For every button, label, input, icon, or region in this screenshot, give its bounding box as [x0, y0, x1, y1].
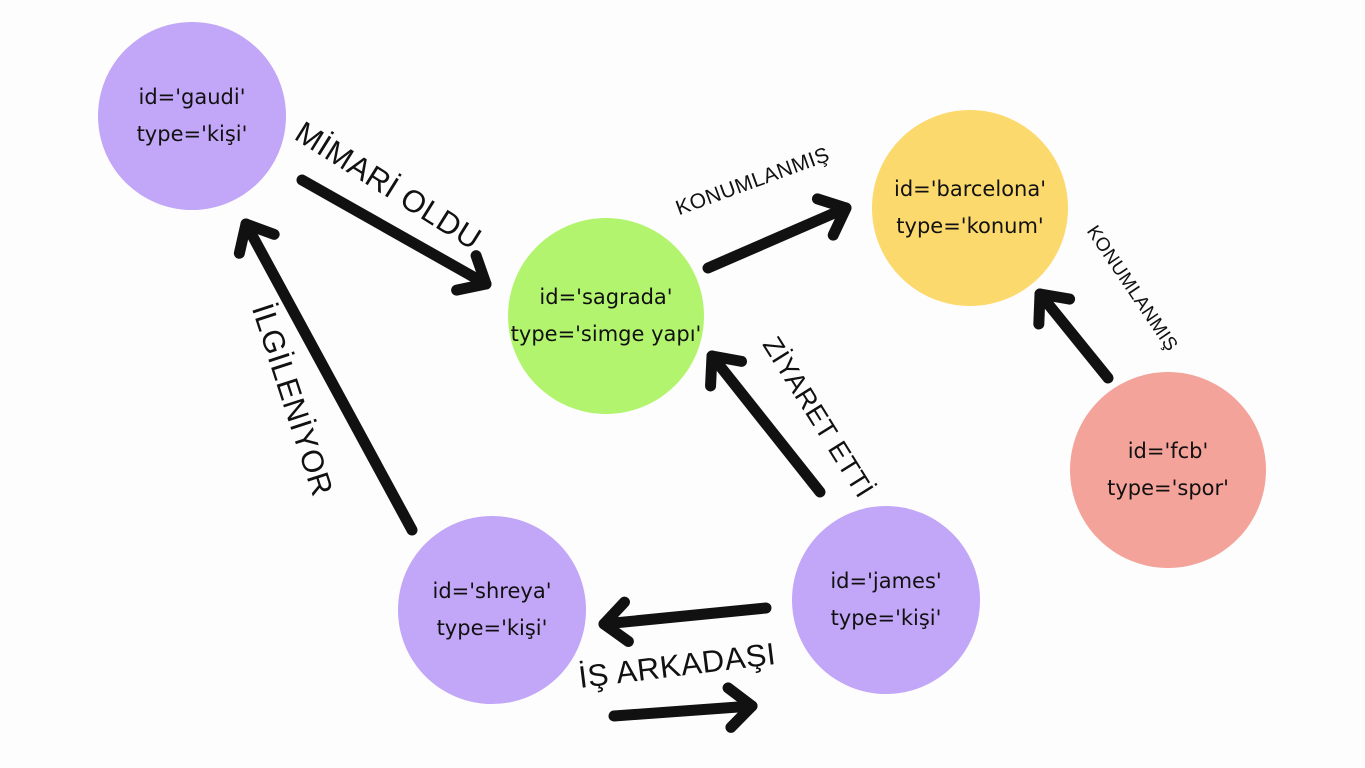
edge-arrow-3 — [233, 218, 418, 536]
edge-arrow-1 — [702, 193, 852, 274]
edge-arrows — [233, 174, 1114, 733]
node-fcb-type: type='spor' — [1107, 476, 1229, 500]
edge-arrow-0 — [296, 174, 492, 296]
node-fcb-id: id='fcb' — [1127, 439, 1209, 464]
node-shreya-type: type='kişi' — [436, 616, 548, 640]
node-barcelona-id: id='barcelona' — [893, 177, 1046, 202]
node-sagrada-type: type='simge yapı' — [510, 322, 702, 346]
node-gaudi-type: type='kişi' — [136, 122, 248, 146]
node-james-type: type='kişi' — [830, 606, 942, 630]
node-barcelona: id='barcelona' type='konum' — [872, 110, 1068, 306]
node-fcb: id='fcb' type='spor' — [1070, 372, 1266, 568]
node-james-id: id='james' — [830, 569, 942, 594]
node-james: id='james' type='kişi' — [792, 506, 980, 694]
edge-arrow-4 — [705, 350, 826, 498]
node-gaudi: id='gaudi' type='kişi' — [98, 22, 286, 210]
node-shreya-id: id='shreya' — [432, 579, 552, 604]
edge-arrow-5 — [598, 596, 772, 647]
node-sagrada: id='sagrada' type='simge yapı' — [508, 218, 704, 414]
edge-arrow-6 — [608, 682, 758, 733]
node-barcelona-type: type='konum' — [896, 214, 1044, 238]
edge-arrow-2 — [1033, 288, 1114, 384]
node-shreya: id='shreya' type='kişi' — [398, 516, 586, 704]
node-gaudi-id: id='gaudi' — [138, 85, 246, 110]
node-sagrada-id: id='sagrada' — [539, 285, 673, 310]
